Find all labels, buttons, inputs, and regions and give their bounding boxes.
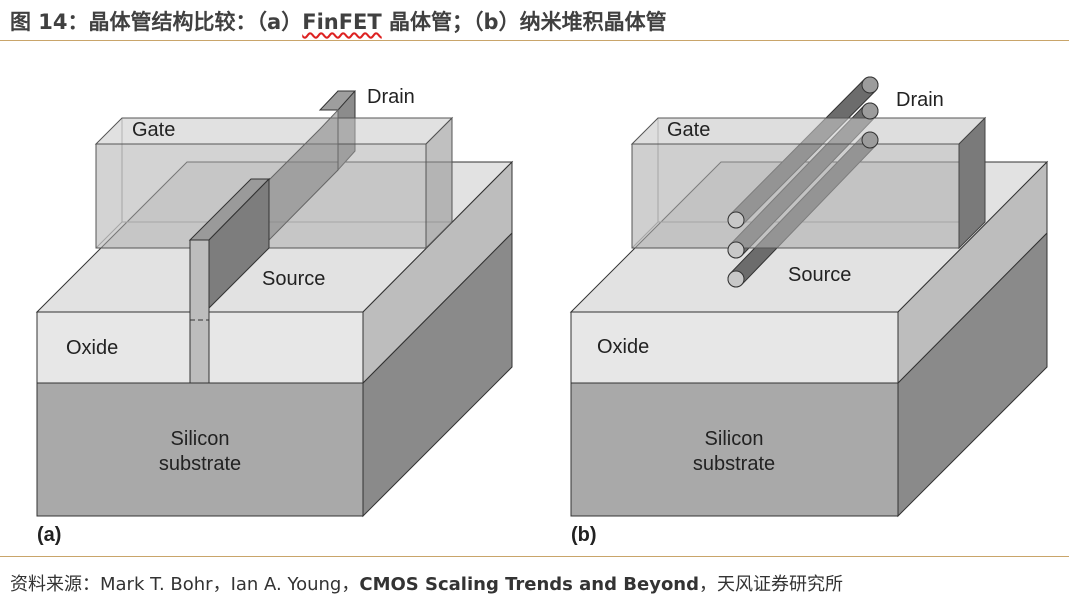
source-fin-front [189, 239, 210, 384]
substrate-label-line2: substrate [693, 453, 775, 475]
substrate-label-line1: Silicon [705, 428, 764, 450]
title-finfet: FinFET [302, 10, 382, 34]
gate-side [425, 116, 453, 250]
substrate-label-line2: substrate [159, 453, 241, 475]
oxide-side [897, 160, 1048, 385]
nanosheet-diagram: Gate Drain Source Oxide Silicon substrat… [569, 76, 1049, 546]
oxide-label: Oxide [597, 336, 649, 358]
gate-front [631, 143, 960, 249]
title-suffix: 晶体管；（b）纳米堆积晶体管 [381, 10, 667, 34]
title-prefix: 图 14：晶体管结构比较：（a） [10, 10, 303, 34]
gate-label: Gate [132, 119, 175, 141]
figure-title: 图 14：晶体管结构比较：（a）FinFET 晶体管；（b）纳米堆积晶体管 [10, 6, 667, 36]
source-divider [0, 556, 1069, 557]
oxide-label: Oxide [66, 337, 118, 359]
figure-a-tag: (a) [37, 524, 61, 546]
oxide-side [362, 160, 513, 385]
drain-label: Drain [367, 86, 415, 108]
substrate-label-line1: Silicon [171, 428, 230, 450]
source-label: Source [262, 268, 325, 290]
finfet-diagram: Gate Drain Source Oxide Silicon substrat… [35, 86, 514, 546]
source-title: CMOS Scaling Trends and Beyond [359, 574, 700, 595]
source-note: 资料来源：Mark T. Bohr，Ian A. Young，CMOS Scal… [10, 570, 843, 596]
drain-label: Drain [896, 89, 944, 111]
source-suffix: ，天风证券研究所 [699, 574, 844, 595]
figure-b-tag: (b) [571, 524, 597, 546]
title-divider [0, 40, 1069, 41]
source-prefix: 资料来源：Mark T. Bohr，Ian A. Young， [10, 574, 360, 595]
gate-label: Gate [667, 119, 710, 141]
gate-side [958, 116, 986, 250]
drain-fin-top [318, 90, 357, 111]
source-label: Source [788, 264, 851, 286]
